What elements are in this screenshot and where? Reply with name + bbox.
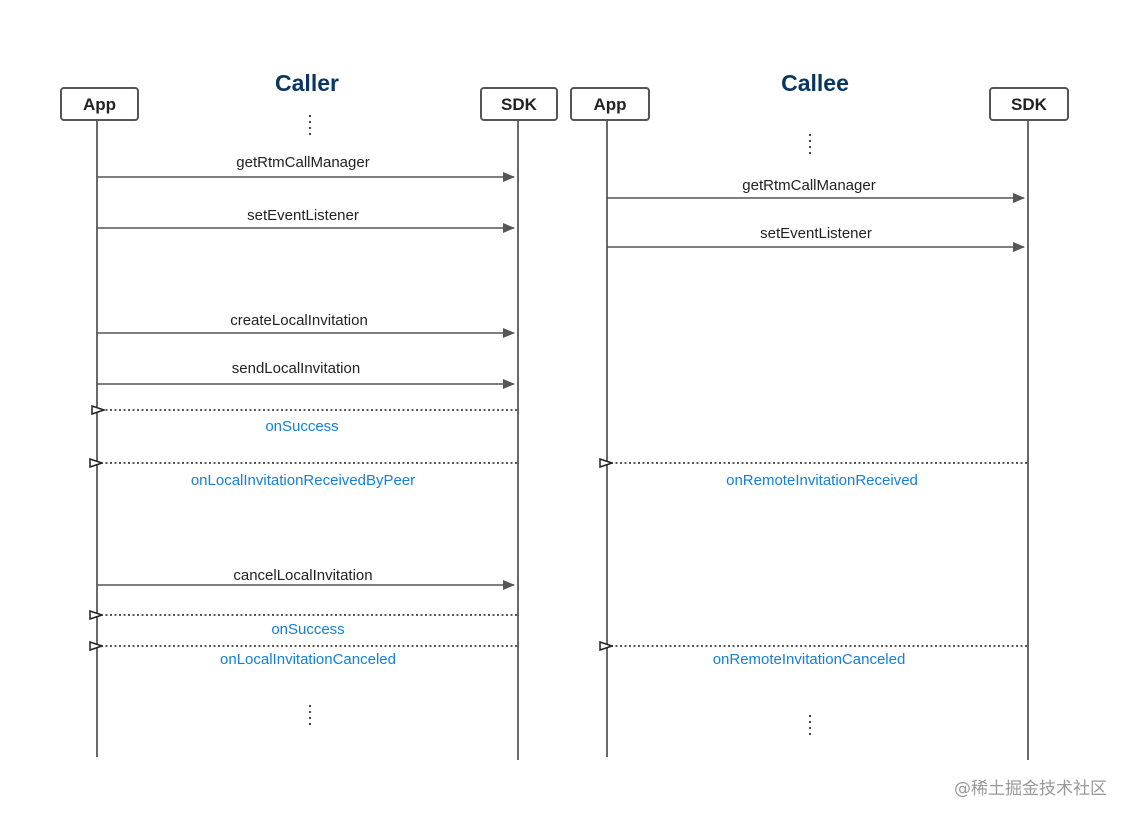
message-label: setEventListener — [760, 225, 872, 242]
reply-label: onSuccess — [271, 621, 344, 638]
callee-message-set-event-listener: setEventListener — [607, 225, 1025, 252]
callee-title: Callee — [781, 70, 849, 96]
message-label: setEventListener — [247, 207, 359, 224]
caller-message-get-rtm-call-manager: getRtmCallManager — [97, 154, 515, 182]
callee-sdk-actor: SDK — [989, 87, 1069, 121]
callee-app-label: App — [593, 95, 626, 114]
caller-message-set-event-listener: setEventListener — [97, 207, 515, 233]
message-label: getRtmCallManager — [742, 177, 875, 194]
caller-message-send-local-invitation: sendLocalInvitation — [97, 360, 515, 389]
reply-label: onRemoteInvitationReceived — [726, 472, 918, 489]
message-label: createLocalInvitation — [230, 312, 368, 329]
reply-label: onSuccess — [265, 418, 338, 435]
message-label: sendLocalInvitation — [232, 360, 360, 377]
callee-message-get-rtm-call-manager: getRtmCallManager — [607, 177, 1025, 203]
caller-bottom-ellipsis — [308, 704, 312, 726]
caller-reply-on-local-invitation-received-by-peer: onLocalInvitationReceivedByPeer — [102, 463, 517, 489]
reply-label: onLocalInvitationCanceled — [220, 651, 396, 668]
caller-sdk-actor: SDK — [480, 87, 558, 121]
message-label: getRtmCallManager — [236, 154, 369, 171]
caller-reply-on-success-2: onSuccess — [102, 615, 517, 638]
callee-reply-on-remote-invitation-received: onRemoteInvitationReceived — [612, 463, 1027, 489]
caller-top-ellipsis — [308, 114, 312, 136]
caller-app-actor: App — [60, 87, 139, 121]
caller-sdk-label: SDK — [501, 95, 538, 114]
caller-message-cancel-local-invitation: cancelLocalInvitation — [97, 567, 515, 590]
message-label: cancelLocalInvitation — [233, 567, 372, 584]
caller-title: Caller — [275, 70, 339, 96]
watermark-text: @稀土掘金技术社区 — [954, 779, 1107, 799]
callee-top-ellipsis — [808, 133, 812, 155]
callee-sdk-label: SDK — [1011, 95, 1048, 114]
callee-reply-on-remote-invitation-canceled: onRemoteInvitationCanceled — [612, 646, 1027, 668]
caller-app-label: App — [83, 95, 116, 114]
callee-bottom-ellipsis — [808, 714, 812, 736]
caller-reply-on-success: onSuccess — [104, 410, 517, 435]
caller-message-create-local-invitation: createLocalInvitation — [97, 312, 515, 338]
reply-label: onLocalInvitationReceivedByPeer — [191, 472, 415, 489]
reply-label: onRemoteInvitationCanceled — [713, 651, 906, 668]
callee-app-actor: App — [570, 87, 650, 121]
caller-reply-on-local-invitation-canceled: onLocalInvitationCanceled — [102, 646, 517, 668]
